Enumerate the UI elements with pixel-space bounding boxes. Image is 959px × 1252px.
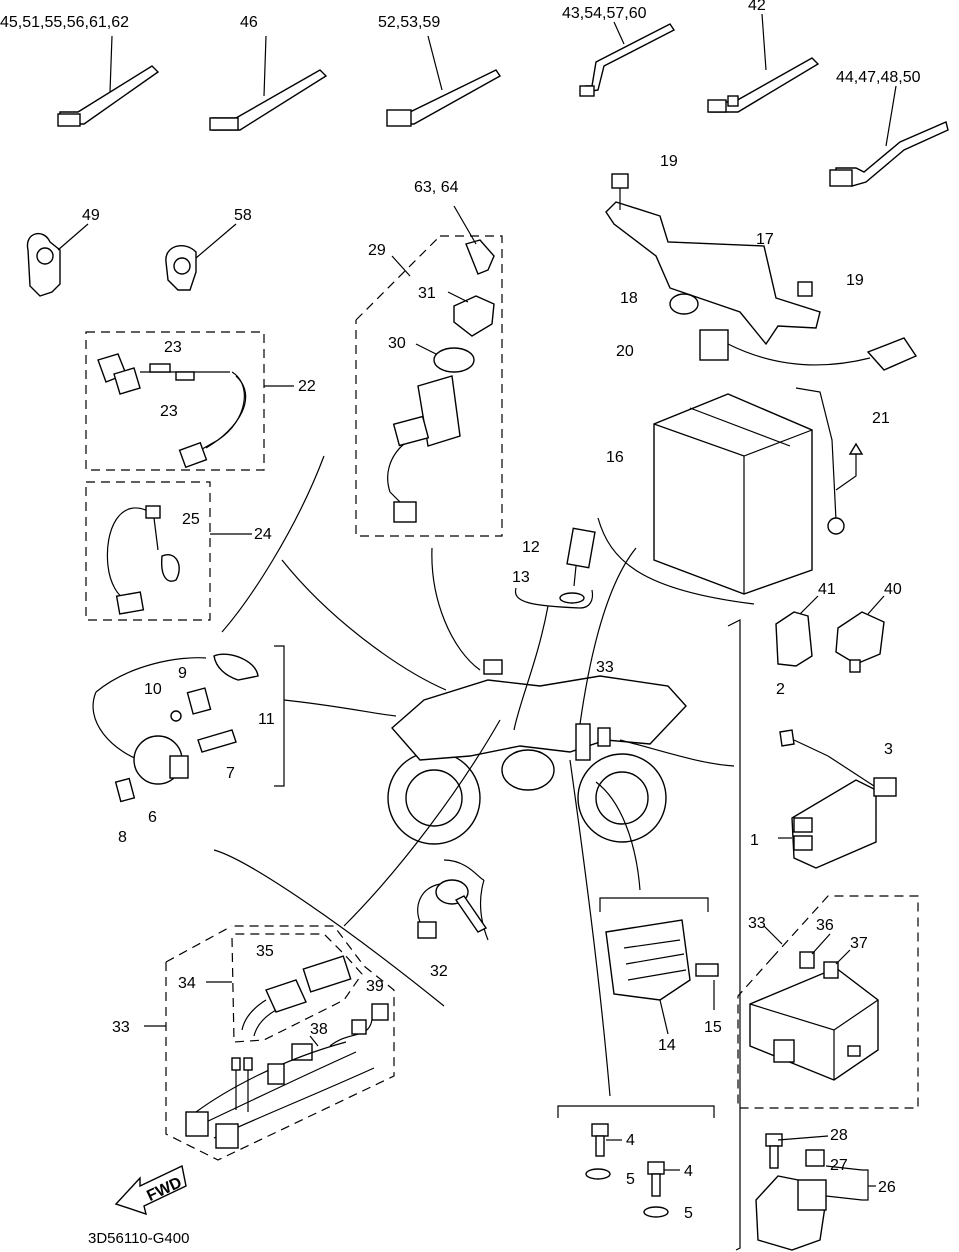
clamp-58	[165, 223, 237, 291]
label-24: 24	[254, 526, 272, 543]
relay-41	[775, 595, 819, 667]
label-13: 13	[512, 569, 530, 586]
label-38: 38	[310, 1021, 328, 1038]
label-6: 6	[148, 809, 157, 826]
label-19b: 19	[846, 272, 864, 289]
label-ties-45: 45,51,55,56,61,62	[0, 14, 129, 31]
label-58: 58	[234, 207, 252, 224]
cable-tie-44	[829, 85, 949, 187]
label-28: 28	[830, 1127, 848, 1144]
label-11: 11	[258, 711, 275, 728]
starter-relay-group	[755, 1133, 876, 1251]
clamp-49	[26, 223, 89, 297]
lead-24	[85, 481, 252, 621]
ignition-coil-group	[92, 645, 285, 803]
fuse-box-group	[737, 895, 919, 1109]
battery-group	[605, 173, 918, 595]
label-9: 9	[178, 665, 187, 682]
label-31: 31	[418, 285, 436, 302]
label-37: 37	[850, 935, 868, 952]
label-34: 34	[178, 975, 196, 992]
label-23a: 23	[164, 339, 182, 356]
label-63-64: 63, 64	[414, 179, 459, 196]
label-5a: 5	[626, 1171, 635, 1188]
cable-tie-42	[707, 13, 820, 113]
leader-lines	[213, 455, 755, 1251]
label-4a: 4	[626, 1132, 635, 1149]
label-33b: 33	[112, 1019, 130, 1036]
label-2: 2	[776, 681, 785, 698]
switch-12	[514, 527, 596, 609]
label-35: 35	[256, 943, 274, 960]
label-49: 49	[82, 207, 100, 224]
cable-tie-43	[579, 21, 676, 97]
label-26: 26	[878, 1179, 896, 1196]
label-40: 40	[884, 581, 902, 598]
label-23b: 23	[160, 403, 178, 420]
label-15: 15	[704, 1019, 722, 1036]
label-ties-52: 52,53,59	[378, 14, 440, 31]
label-8: 8	[118, 829, 127, 846]
label-12: 12	[522, 539, 540, 556]
label-4b: 4	[684, 1163, 693, 1180]
atv-body	[387, 659, 687, 845]
wire-harness-22	[85, 331, 294, 471]
cable-tie-46	[209, 35, 328, 131]
label-41: 41	[818, 581, 836, 598]
label-ties-43: 43,54,57,60	[562, 5, 647, 22]
rectifier-14	[599, 897, 719, 1035]
label-33a: 33	[596, 659, 614, 676]
relay-40	[835, 595, 885, 673]
label-3: 3	[884, 741, 893, 758]
label-33c: 33	[748, 915, 766, 932]
cdi-unit-1	[778, 729, 897, 869]
label-18: 18	[620, 290, 638, 307]
diagram-code: 3D56110-G400	[88, 1230, 189, 1247]
label-46: 46	[240, 14, 258, 31]
sensor-32	[417, 879, 488, 939]
label-20: 20	[616, 343, 634, 360]
label-ties-44: 44,47,48,50	[836, 69, 921, 86]
label-39: 39	[366, 978, 384, 995]
cable-tie-52	[386, 35, 502, 127]
harness-33	[144, 925, 395, 1161]
bolts-4-5	[557, 1105, 715, 1218]
label-1: 1	[750, 832, 759, 849]
label-7: 7	[226, 765, 235, 782]
label-27: 27	[830, 1157, 848, 1174]
label-10: 10	[144, 681, 162, 698]
fwd-arrow: FWD	[114, 1164, 187, 1216]
label-21: 21	[872, 410, 890, 427]
label-30: 30	[388, 335, 406, 352]
label-22: 22	[298, 378, 316, 395]
label-17: 17	[756, 231, 774, 248]
main-switch-group	[355, 205, 503, 537]
label-5b: 5	[684, 1205, 693, 1222]
label-36: 36	[816, 917, 834, 934]
cable-tie-45	[57, 35, 160, 127]
label-16: 16	[606, 449, 624, 466]
label-25: 25	[182, 511, 200, 528]
label-29: 29	[368, 242, 386, 259]
label-32: 32	[430, 963, 448, 980]
label-42: 42	[748, 0, 766, 14]
label-19a: 19	[660, 153, 678, 170]
label-14: 14	[658, 1037, 676, 1054]
